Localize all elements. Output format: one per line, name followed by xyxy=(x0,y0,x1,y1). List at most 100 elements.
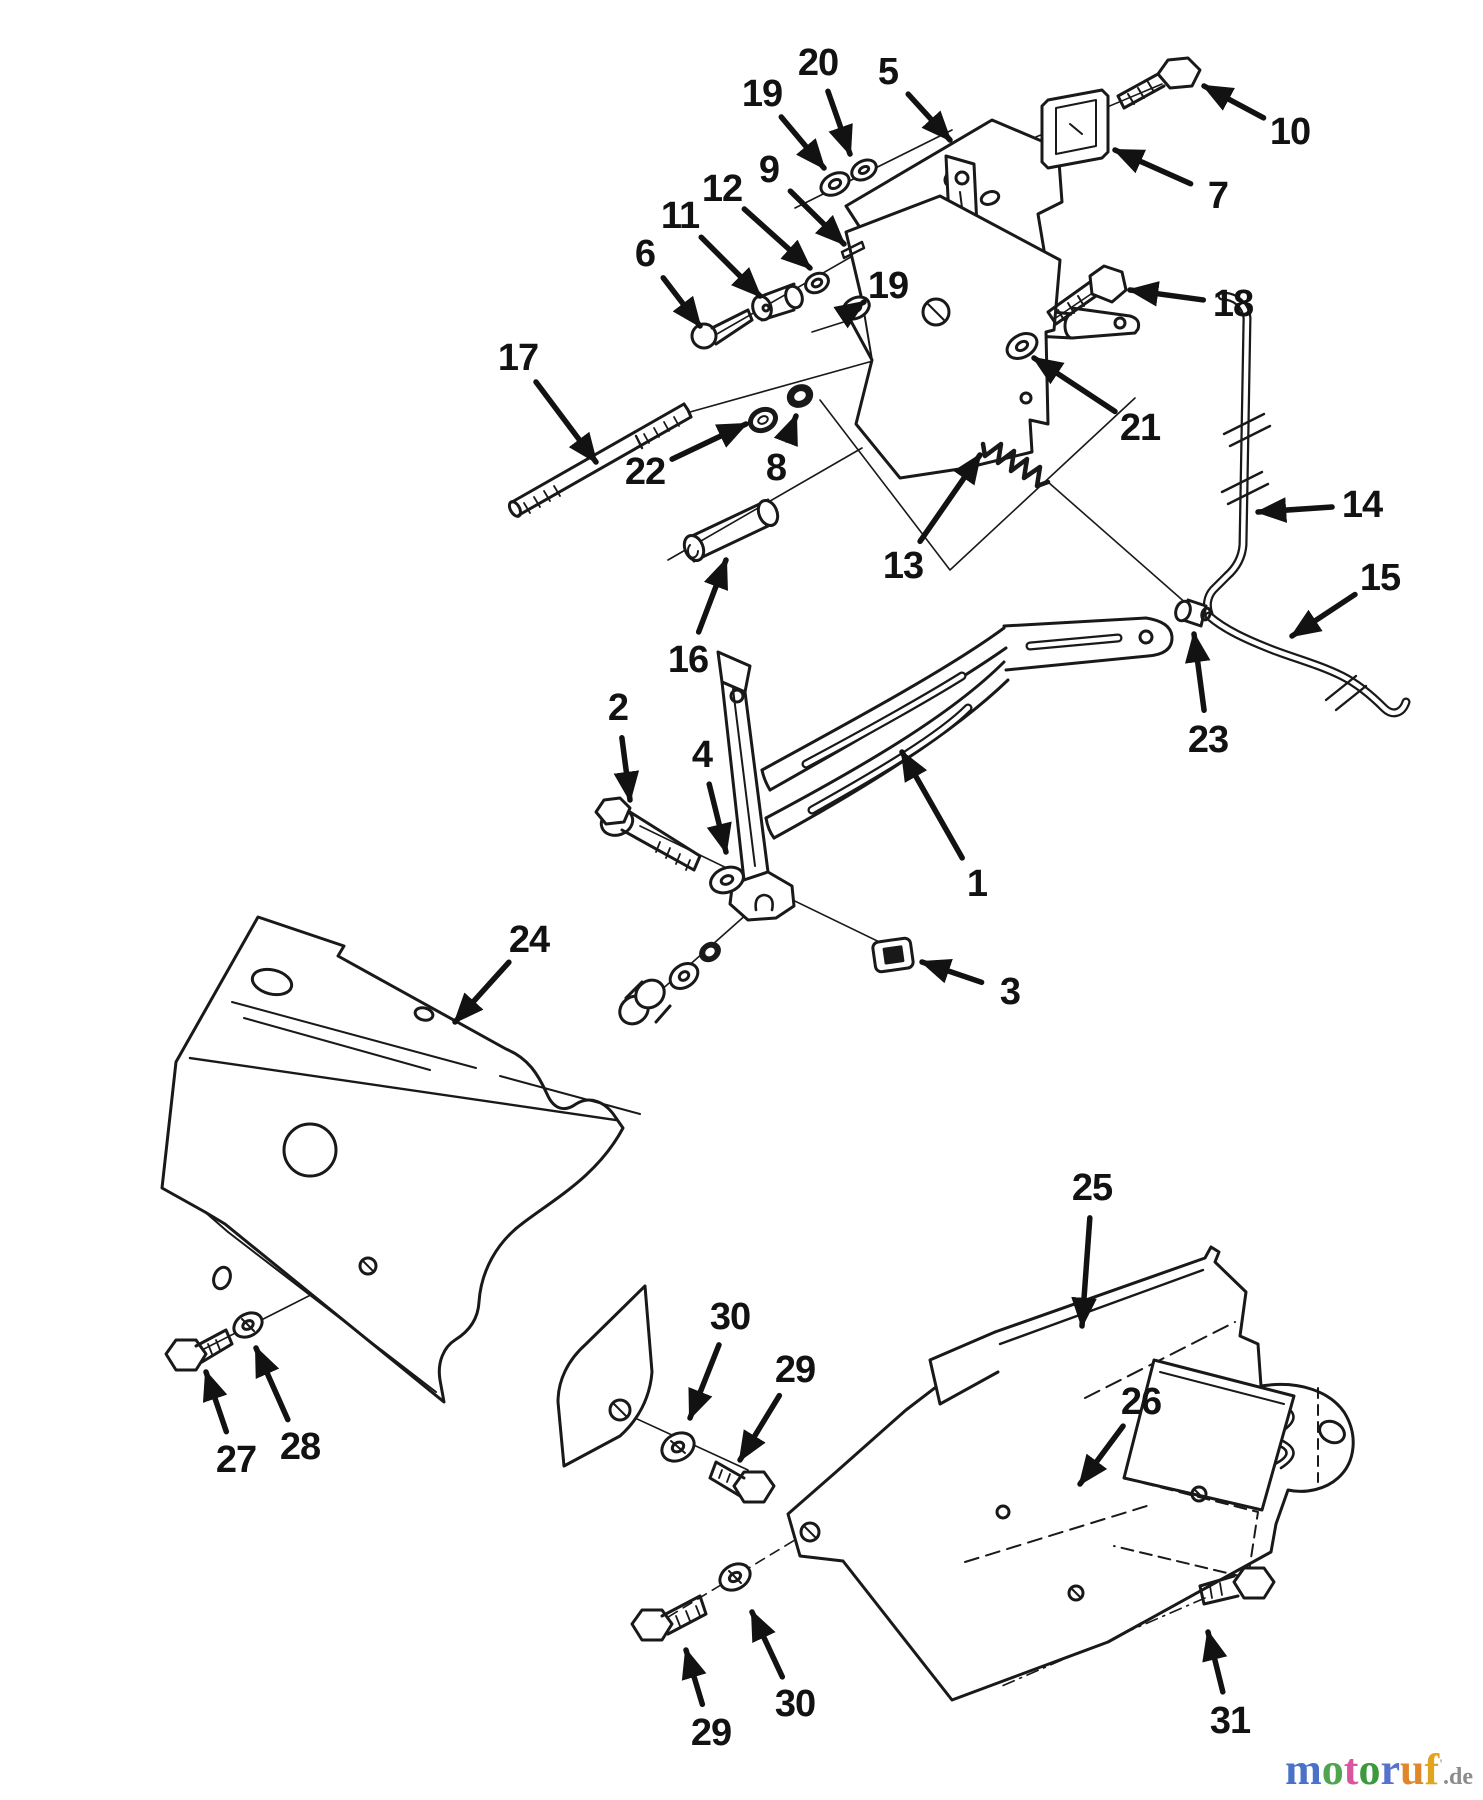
washer-22 xyxy=(747,406,779,434)
callout-arrow-20 xyxy=(825,88,853,157)
bushing-washer-cluster xyxy=(618,941,721,1026)
callout-label-11: 11 xyxy=(661,195,700,237)
callout-arrow-18 xyxy=(1127,281,1207,307)
nut-8 xyxy=(786,384,814,408)
pin-9 xyxy=(840,240,866,260)
bolt-29-upper xyxy=(708,1460,776,1504)
bolt-2 xyxy=(594,796,702,872)
callout-label-19: 19 xyxy=(868,265,908,307)
callout-arrow-3 xyxy=(919,958,985,986)
callout-label-6: 6 xyxy=(635,233,655,275)
callout-label-1: 1 xyxy=(967,863,988,905)
callout-label-2: 2 xyxy=(608,687,628,729)
washers-19-20-top xyxy=(819,158,878,197)
callout-label-7: 7 xyxy=(1208,175,1228,217)
bolt-29-lower xyxy=(630,1594,708,1642)
callout-arrow-14 xyxy=(1255,497,1335,523)
access-plate-26 xyxy=(1113,1358,1296,1579)
callout-label-9: 9 xyxy=(759,149,779,191)
callout-label-14: 14 xyxy=(1342,484,1383,526)
square-clamp xyxy=(1040,88,1110,170)
callout-arrow-12 xyxy=(741,206,813,271)
callout-label-13: 13 xyxy=(883,545,923,587)
brand-logo-letter: f xyxy=(1424,1745,1440,1794)
callout-label-27: 27 xyxy=(216,1439,256,1481)
spacer-tube-16 xyxy=(682,498,780,563)
callout-arrow-5 xyxy=(905,91,953,143)
callout-arrow-8 xyxy=(773,413,799,447)
callout-arrow-9 xyxy=(787,188,847,247)
callout-arrow-16 xyxy=(695,557,729,635)
callout-label-31: 31 xyxy=(1210,1700,1251,1742)
callout-label-23: 23 xyxy=(1188,719,1228,761)
callout-label-30: 30 xyxy=(775,1683,815,1725)
control-rod-15 xyxy=(1204,611,1411,718)
callout-label-29: 29 xyxy=(691,1712,731,1754)
bolt-27 xyxy=(164,1328,234,1372)
brand-logo-letter: o xyxy=(1321,1745,1344,1794)
callout-label-8: 8 xyxy=(766,447,786,489)
callout-label-19: 19 xyxy=(742,73,782,115)
callout-arrow-17 xyxy=(533,379,599,465)
brand-logo-letter: m xyxy=(1285,1745,1322,1794)
callout-arrow-6 xyxy=(660,275,703,329)
callout-arrow-21 xyxy=(1031,355,1118,415)
engine-cover-24 xyxy=(160,915,641,1404)
callout-arrow-26 xyxy=(1077,1423,1126,1487)
callout-label-4: 4 xyxy=(692,734,713,776)
bolt-10 xyxy=(1116,56,1202,110)
clevis-fork xyxy=(1002,616,1174,672)
washer-4 xyxy=(709,865,745,895)
callout-arrow-4 xyxy=(706,781,732,855)
callout-arrow-27 xyxy=(202,1369,230,1435)
washer-28 xyxy=(232,1311,264,1339)
brand-logo-suffix: .de xyxy=(1443,1764,1473,1790)
spring-13 xyxy=(980,441,1051,489)
callout-label-25: 25 xyxy=(1072,1167,1113,1209)
callout-label-22: 22 xyxy=(625,451,665,493)
callout-label-29: 29 xyxy=(775,1349,815,1391)
callout-label-18: 18 xyxy=(1213,283,1253,325)
callout-arrow-22 xyxy=(669,421,749,462)
callout-arrow-29 xyxy=(681,1647,707,1708)
callout-label-16: 16 xyxy=(668,639,708,681)
callout-arrow-30 xyxy=(687,1342,722,1421)
callout-arrow-29 xyxy=(737,1392,783,1463)
callout-label-30: 30 xyxy=(710,1296,750,1338)
callout-arrow-25 xyxy=(1071,1215,1097,1329)
callout-arrow-2 xyxy=(613,734,640,803)
callout-label-5: 5 xyxy=(878,51,899,93)
callout-arrow-13 xyxy=(917,452,983,545)
callout-arrow-15 xyxy=(1289,591,1358,639)
brand-logo-letter: u xyxy=(1399,1745,1425,1794)
callout-arrow-11 xyxy=(698,234,763,299)
callout-arrow-24 xyxy=(452,959,512,1025)
washer-21 xyxy=(1005,332,1039,360)
spacer-11 xyxy=(751,282,804,322)
square-nut-3 xyxy=(871,936,915,974)
washer-12 xyxy=(804,271,830,295)
washer-30-lower xyxy=(718,1562,752,1592)
callout-label-24: 24 xyxy=(509,919,550,961)
callout-label-17: 17 xyxy=(498,337,538,379)
callout-label-28: 28 xyxy=(280,1426,320,1468)
callout-label-10: 10 xyxy=(1270,111,1310,153)
callout-arrow-1 xyxy=(899,749,965,861)
callout-arrow-19 xyxy=(778,114,827,171)
main-support-plate xyxy=(844,194,1062,480)
bolt-18 xyxy=(1046,264,1128,326)
callout-arrow-10 xyxy=(1201,83,1267,121)
brand-logo-letter: r xyxy=(1380,1745,1400,1794)
brand-logo: motoruf'.de xyxy=(1285,1748,1473,1792)
washer-30-upper xyxy=(660,1431,696,1463)
fitting-23 xyxy=(1174,598,1212,628)
callout-label-20: 20 xyxy=(798,42,838,84)
callout-label-21: 21 xyxy=(1120,407,1161,449)
rear-panel-25 xyxy=(786,1245,1355,1702)
callout-label-12: 12 xyxy=(702,168,742,210)
control-rod-14 xyxy=(1202,291,1272,619)
bolt-31 xyxy=(1198,1566,1276,1606)
lever-assembly xyxy=(716,626,1010,922)
